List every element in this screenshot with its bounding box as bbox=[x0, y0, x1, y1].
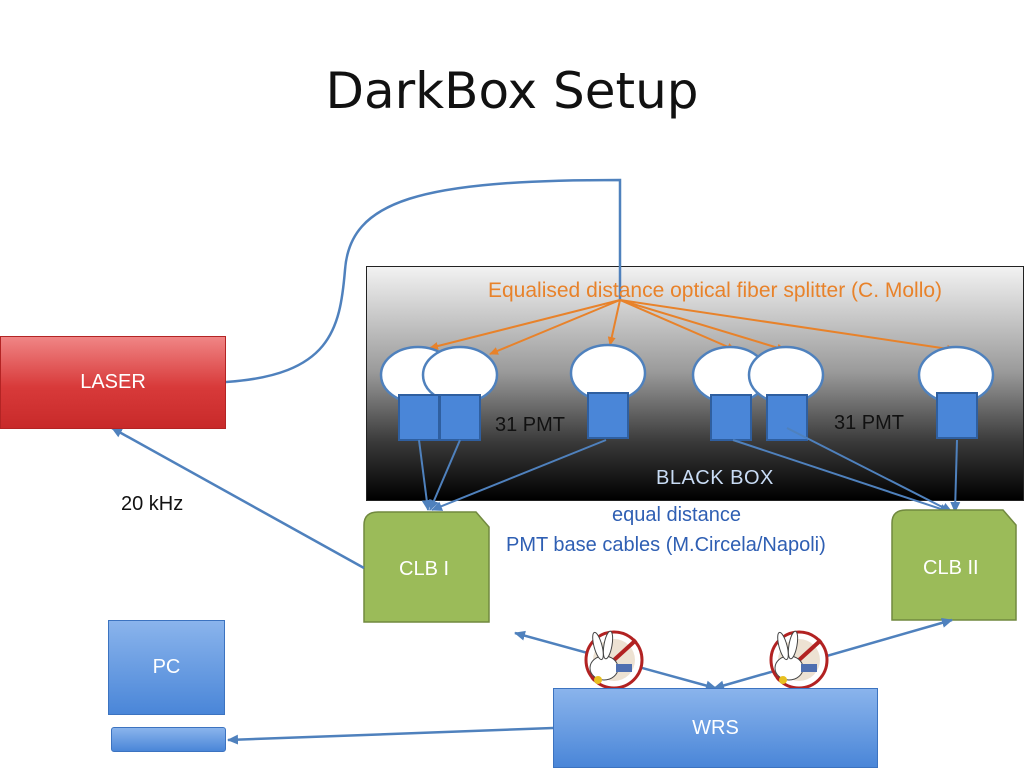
cables-label-line1: equal distance bbox=[612, 504, 741, 526]
splitter-fibers bbox=[429, 299, 956, 355]
laser-label: LASER bbox=[80, 371, 146, 393]
rabbit-logo-icon bbox=[769, 630, 829, 690]
pc-box: PC bbox=[108, 620, 225, 715]
frequency-label: 20 kHz bbox=[121, 493, 184, 515]
pmt-base bbox=[439, 394, 481, 441]
pc-base bbox=[111, 727, 226, 752]
pmt-base bbox=[398, 394, 440, 441]
rabbit-logo-icon bbox=[584, 630, 644, 690]
pmt-count-right: 31 PMT bbox=[834, 412, 905, 434]
wrs-label: WRS bbox=[692, 716, 739, 739]
trigger-link bbox=[111, 426, 365, 570]
clb-2-card bbox=[891, 509, 1017, 621]
cables-label-line2: PMT base cables (M.Circela/Napoli) bbox=[506, 534, 826, 556]
pmt-heads bbox=[379, 343, 995, 405]
pmt-count-left: 31 PMT bbox=[495, 414, 566, 436]
page-title: DarkBox Setup bbox=[325, 62, 699, 120]
pc-label: PC bbox=[152, 656, 181, 678]
pmt-base bbox=[710, 394, 752, 441]
pmt-base bbox=[766, 394, 808, 441]
clb-1-label: CLB I bbox=[399, 558, 450, 580]
pmt-bases bbox=[398, 392, 978, 441]
clb-2-label: CLB II bbox=[923, 557, 979, 579]
splitter-label: Equalised distance optical fiber splitte… bbox=[488, 279, 943, 302]
pmt-base bbox=[936, 392, 978, 439]
clb-1-card bbox=[363, 511, 490, 623]
wrs-box: WRS bbox=[553, 688, 878, 768]
laser-box: LASER bbox=[0, 336, 226, 429]
pmt-cables bbox=[418, 427, 961, 514]
laser-fiber bbox=[225, 178, 622, 384]
black-box-label: BLACK BOX bbox=[656, 467, 774, 489]
pmt-base bbox=[587, 392, 629, 439]
